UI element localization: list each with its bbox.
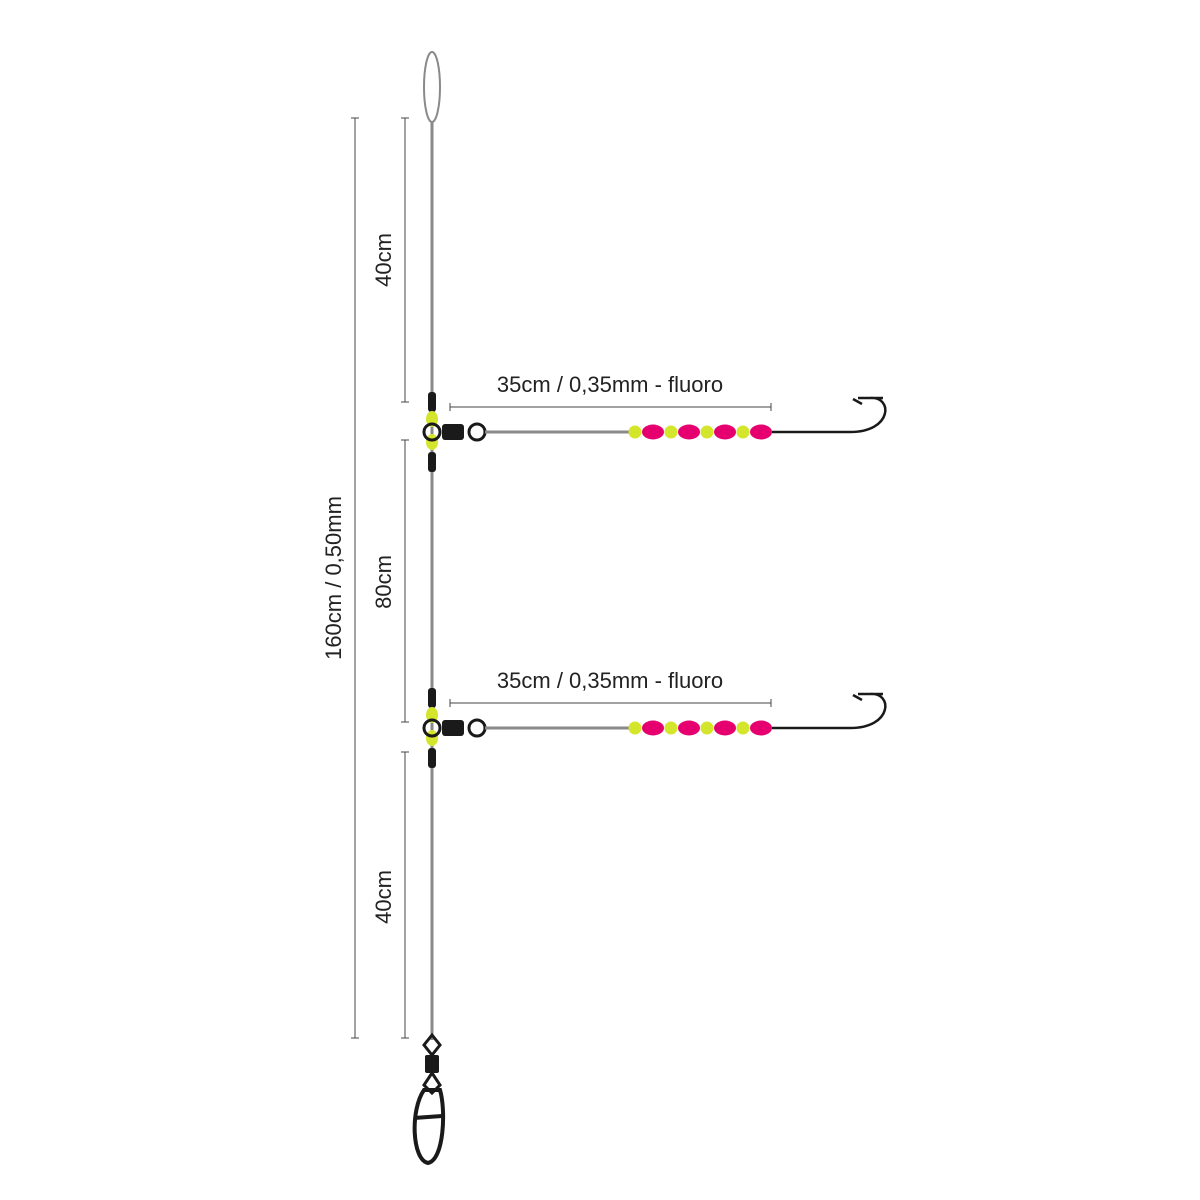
branch-2-bead-pink [642, 720, 664, 736]
branch-2-bead-yellow [628, 721, 642, 735]
branch-1-bead-pink [714, 424, 736, 440]
branch-1-bead-pink [642, 424, 664, 440]
branch-1-crimp-top [428, 392, 436, 412]
branch-2-bead-yellow [700, 721, 714, 735]
branch-1-bead-yellow [628, 425, 642, 439]
label-middle-segment: 80cm [371, 555, 396, 609]
branch-1-bead-pink [750, 424, 772, 440]
branch-1-bead-pink [678, 424, 700, 440]
branch-1-bead-yellow [736, 425, 750, 439]
label-branch-2: 35cm / 0,35mm - fluoro [497, 668, 723, 693]
snap-swivel [412, 1032, 446, 1166]
label-bottom-segment: 40cm [371, 870, 396, 924]
branch-1-bead-yellow [664, 425, 678, 439]
branch-2-crimp-top [428, 688, 436, 708]
branch-1-hook [772, 396, 887, 434]
branch-2-bead-pink [678, 720, 700, 736]
label-total: 160cm / 0,50mm [321, 496, 346, 660]
label-top-segment: 40cm [371, 233, 396, 287]
branch-1-crimp-bottom [428, 452, 436, 472]
dimension-lines [351, 117, 772, 1039]
branch-2-crimp-bottom [428, 748, 436, 768]
label-branch-1: 35cm / 0,35mm - fluoro [497, 372, 723, 397]
branch-1-swivel-eye-left [422, 422, 442, 442]
branch-2-bead-yellow [736, 721, 750, 735]
top-loop [423, 51, 441, 123]
branch-1-swivel-eye-right [467, 422, 487, 442]
branch-1-bead-yellow [700, 425, 714, 439]
branch-2-swivel-eye-right [467, 718, 487, 738]
branch-2-bead-pink [714, 720, 736, 736]
branch-2-swivel-eye-left [422, 718, 442, 738]
branch-2-stop-bead-bottom [426, 730, 438, 746]
branch-2-bead-pink [750, 720, 772, 736]
branch-2-bead-yellow [664, 721, 678, 735]
branch-2-hook [772, 692, 887, 730]
branch-1-stop-bead-bottom [426, 434, 438, 450]
branch-2-swivel-body [442, 720, 464, 736]
branch-1-swivel-body [442, 424, 464, 440]
